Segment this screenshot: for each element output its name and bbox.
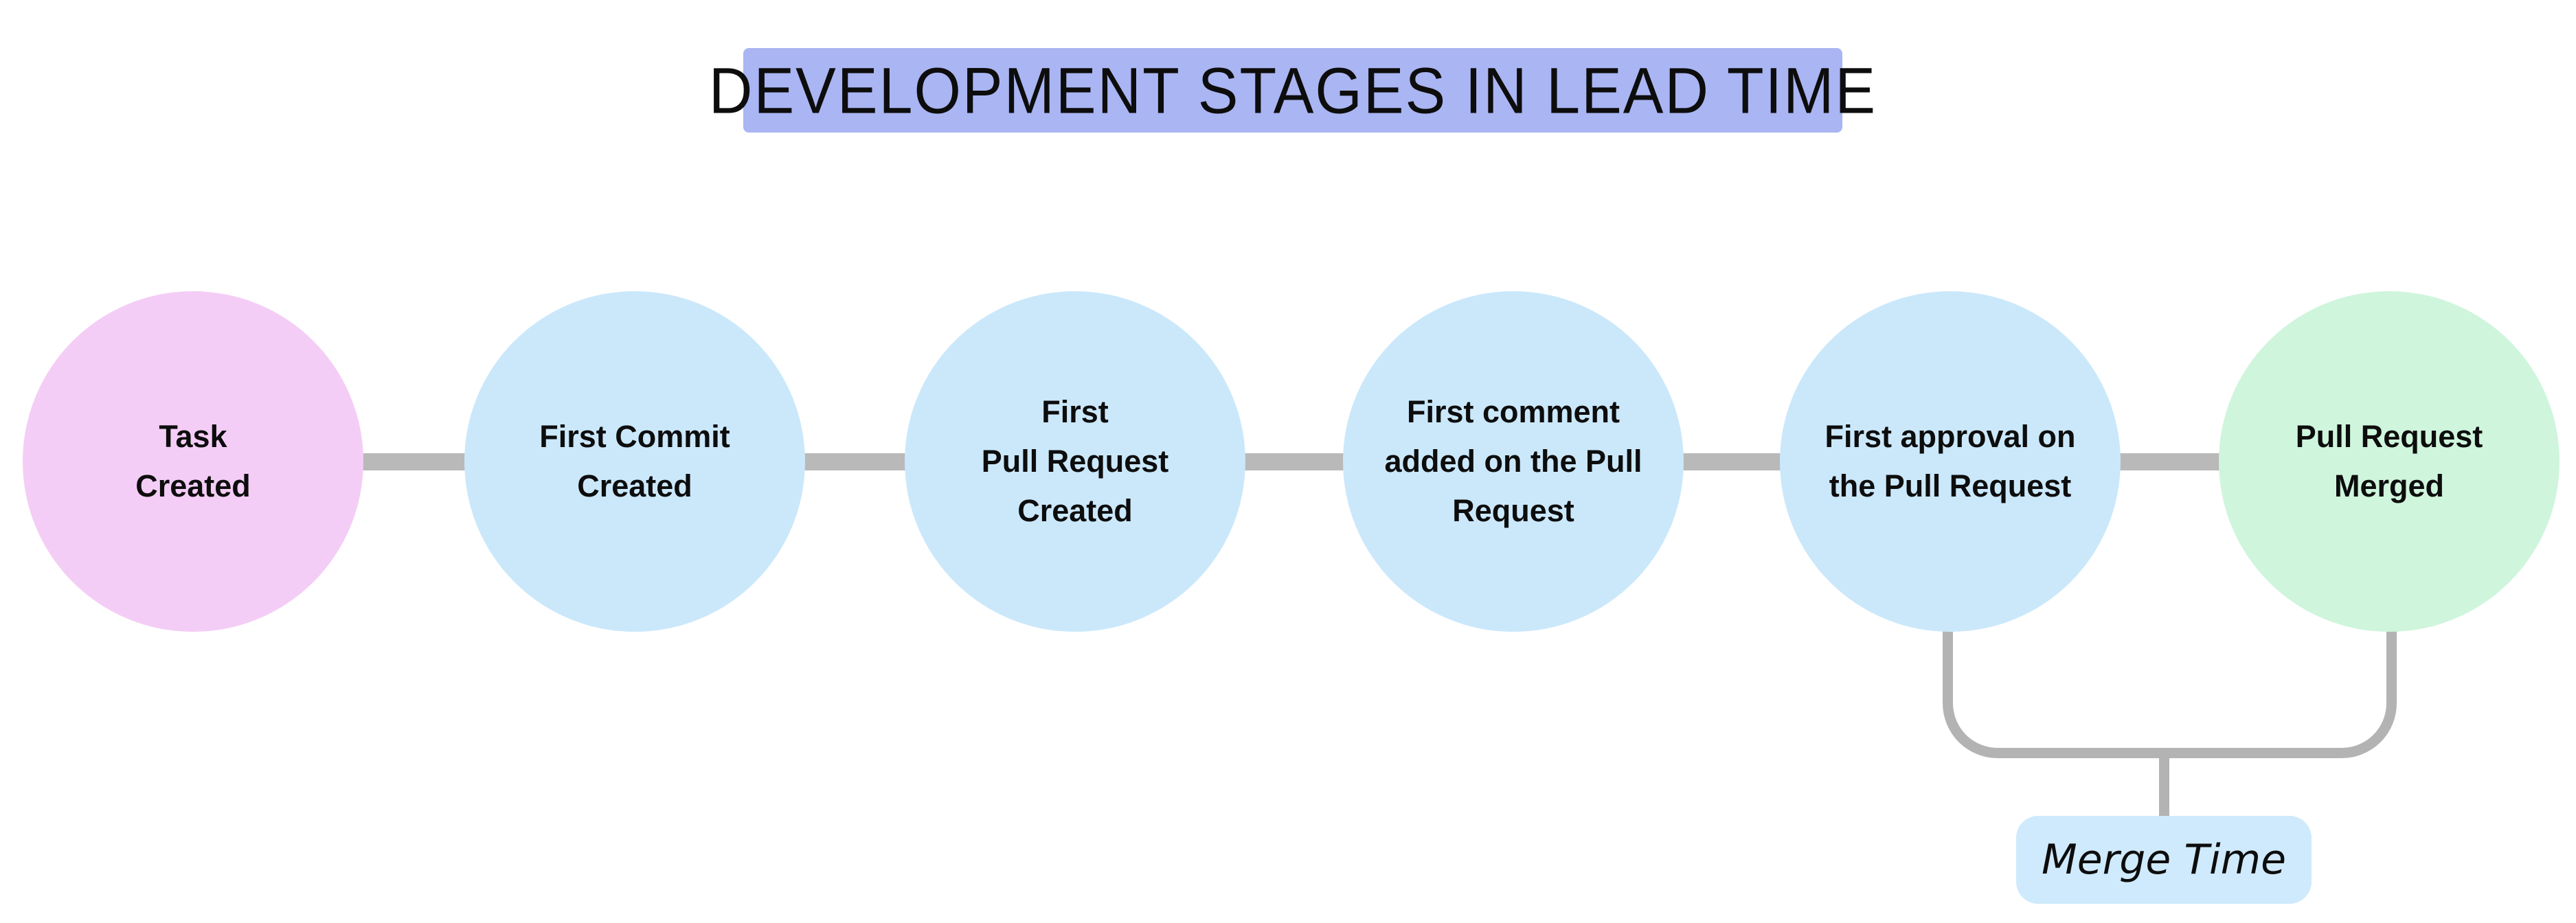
stage-label-pull-request-merged: Pull Request Merged <box>2295 419 2483 503</box>
stage-label-task-created: Task Created <box>135 419 251 503</box>
stage-circle-task-created: Task Created <box>23 291 363 632</box>
stage-circle-first-comment: First comment added on the Pull Request <box>1343 291 1684 632</box>
page-title: DEVELOPMENT STAGES IN LEAD TIME <box>708 53 1877 127</box>
merge-time-label-box: Merge Time <box>2016 816 2312 904</box>
stage-circle-first-commit: First Commit Created <box>464 291 805 632</box>
merge-time-label: Merge Time <box>2041 836 2287 884</box>
stage-label-first-commit: First Commit Created <box>539 419 730 503</box>
stage-label-first-approval: First approval on the Pull Request <box>1824 419 2076 503</box>
title-banner: DEVELOPMENT STAGES IN LEAD TIME <box>709 48 1875 133</box>
stage-circle-pull-request-merged: Pull Request Merged <box>2219 291 2560 632</box>
stage-circle-first-approval: First approval on the Pull Request <box>1780 291 2121 632</box>
stage-circle-first-pull-request: First Pull Request Created <box>905 291 1245 632</box>
merge-time-bracket <box>1943 628 2397 758</box>
stage-label-first-comment: First comment added on the Pull Request <box>1384 394 1642 528</box>
merge-time-bracket-stem <box>2159 755 2169 819</box>
stage-label-first-pull-request: First Pull Request Created <box>981 394 1169 528</box>
